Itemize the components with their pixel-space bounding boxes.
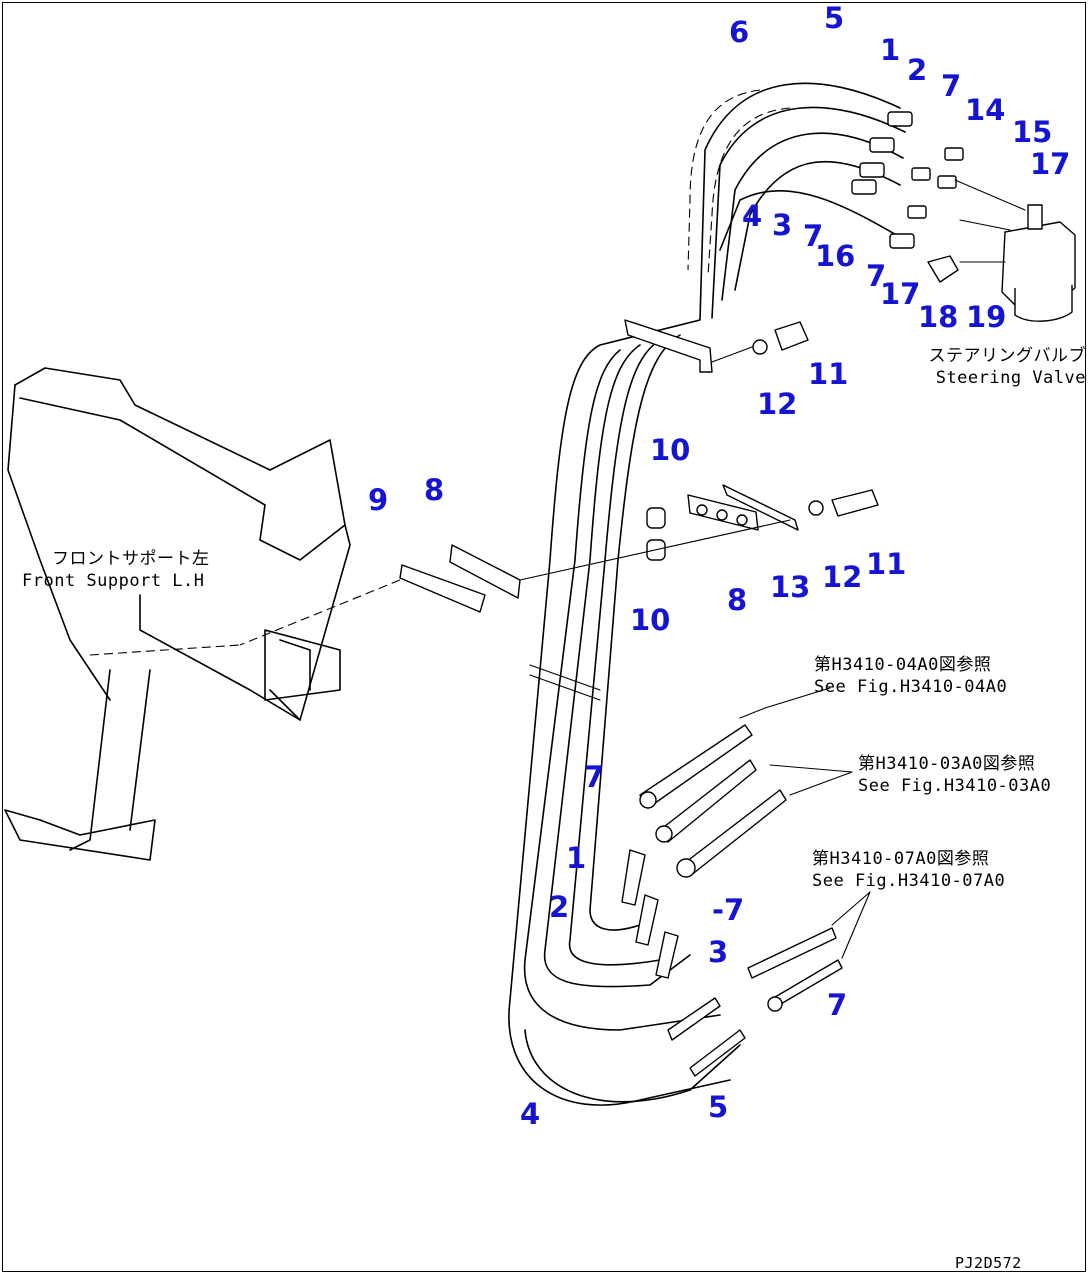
callout-17: 17 [1030, 147, 1071, 181]
callout-4: 4 [742, 199, 763, 233]
callout-2: 2 [907, 53, 928, 87]
upper-bracket [624, 319, 809, 373]
hose-bundle [508, 82, 906, 1106]
callout-11: 11 [808, 357, 849, 391]
callout-10: 10 [650, 433, 691, 467]
front-support-label: フロントサポート左 Front Support L.H [22, 548, 210, 592]
reference-03a0-en: See Fig.H3410-03A0 [858, 776, 1052, 796]
reference-04a0-jp: 第H3410-04A0図参照 [814, 655, 992, 675]
callout-3: 3 [708, 935, 729, 969]
steering-valve-jp: ステアリングバルブ [928, 346, 1086, 366]
callout-2: 2 [549, 890, 570, 924]
callout-8: 8 [424, 473, 445, 507]
reference-03a0-jp: 第H3410-03A0図参照 [858, 754, 1036, 774]
callout-14: 14 [965, 93, 1006, 127]
callout-5: 5 [824, 1, 845, 35]
steering-valve-drawing [954, 179, 1076, 322]
callout-7: 7 [866, 259, 887, 293]
middle-clamp [519, 484, 879, 581]
reference-07a0: 第H3410-07A0図参照 See Fig.H3410-07A0 [812, 848, 1005, 892]
callout-13: 13 [770, 570, 811, 604]
drawing-code: PJ2D572 [955, 1254, 1022, 1272]
callout-7: 7 [803, 219, 824, 253]
callout-12: 12 [822, 560, 863, 594]
callout-7: 7 [827, 988, 848, 1022]
steering-valve-en: Steering Valve [935, 368, 1086, 388]
reference-04a0: 第H3410-04A0図参照 See Fig.H3410-04A0 [814, 654, 1007, 698]
top-fittings [851, 111, 964, 283]
bracket-8-9 [399, 544, 521, 613]
callout-16: 16 [815, 239, 856, 273]
steering-valve-label: ステアリングバルブ Steering Valve [890, 345, 1086, 389]
front-support-jp: フロントサポート左 [52, 549, 210, 569]
callout-7: -7 [712, 893, 745, 927]
front-support-en: Front Support L.H [22, 571, 205, 591]
callout-18: 18 [918, 300, 959, 334]
callout-4: 4 [520, 1097, 541, 1131]
callout-9: 9 [368, 483, 389, 517]
callout-3: 3 [772, 208, 793, 242]
callout-19: 19 [966, 300, 1007, 334]
callout-6: 6 [729, 15, 750, 49]
callout-1: 1 [880, 33, 901, 67]
reference-04a0-en: See Fig.H3410-04A0 [814, 677, 1008, 697]
callout-7: 7 [941, 69, 962, 103]
reference-07a0-jp: 第H3410-07A0図参照 [812, 849, 990, 869]
front-support-drawing [4, 367, 401, 861]
callout-7: 7 [584, 760, 605, 794]
callout-5: 5 [708, 1090, 729, 1124]
callout-11: 11 [866, 547, 907, 581]
callout-17: 17 [880, 277, 921, 311]
callout-8: 8 [727, 583, 748, 617]
reference-03a0: 第H3410-03A0図参照 See Fig.H3410-03A0 [858, 753, 1051, 797]
callout-15: 15 [1012, 115, 1053, 149]
callout-12: 12 [757, 387, 798, 421]
callout-1: 1 [566, 841, 587, 875]
lower-fittings [621, 687, 871, 1077]
reference-07a0-en: See Fig.H3410-07A0 [812, 871, 1006, 891]
callout-10: 10 [630, 603, 671, 637]
